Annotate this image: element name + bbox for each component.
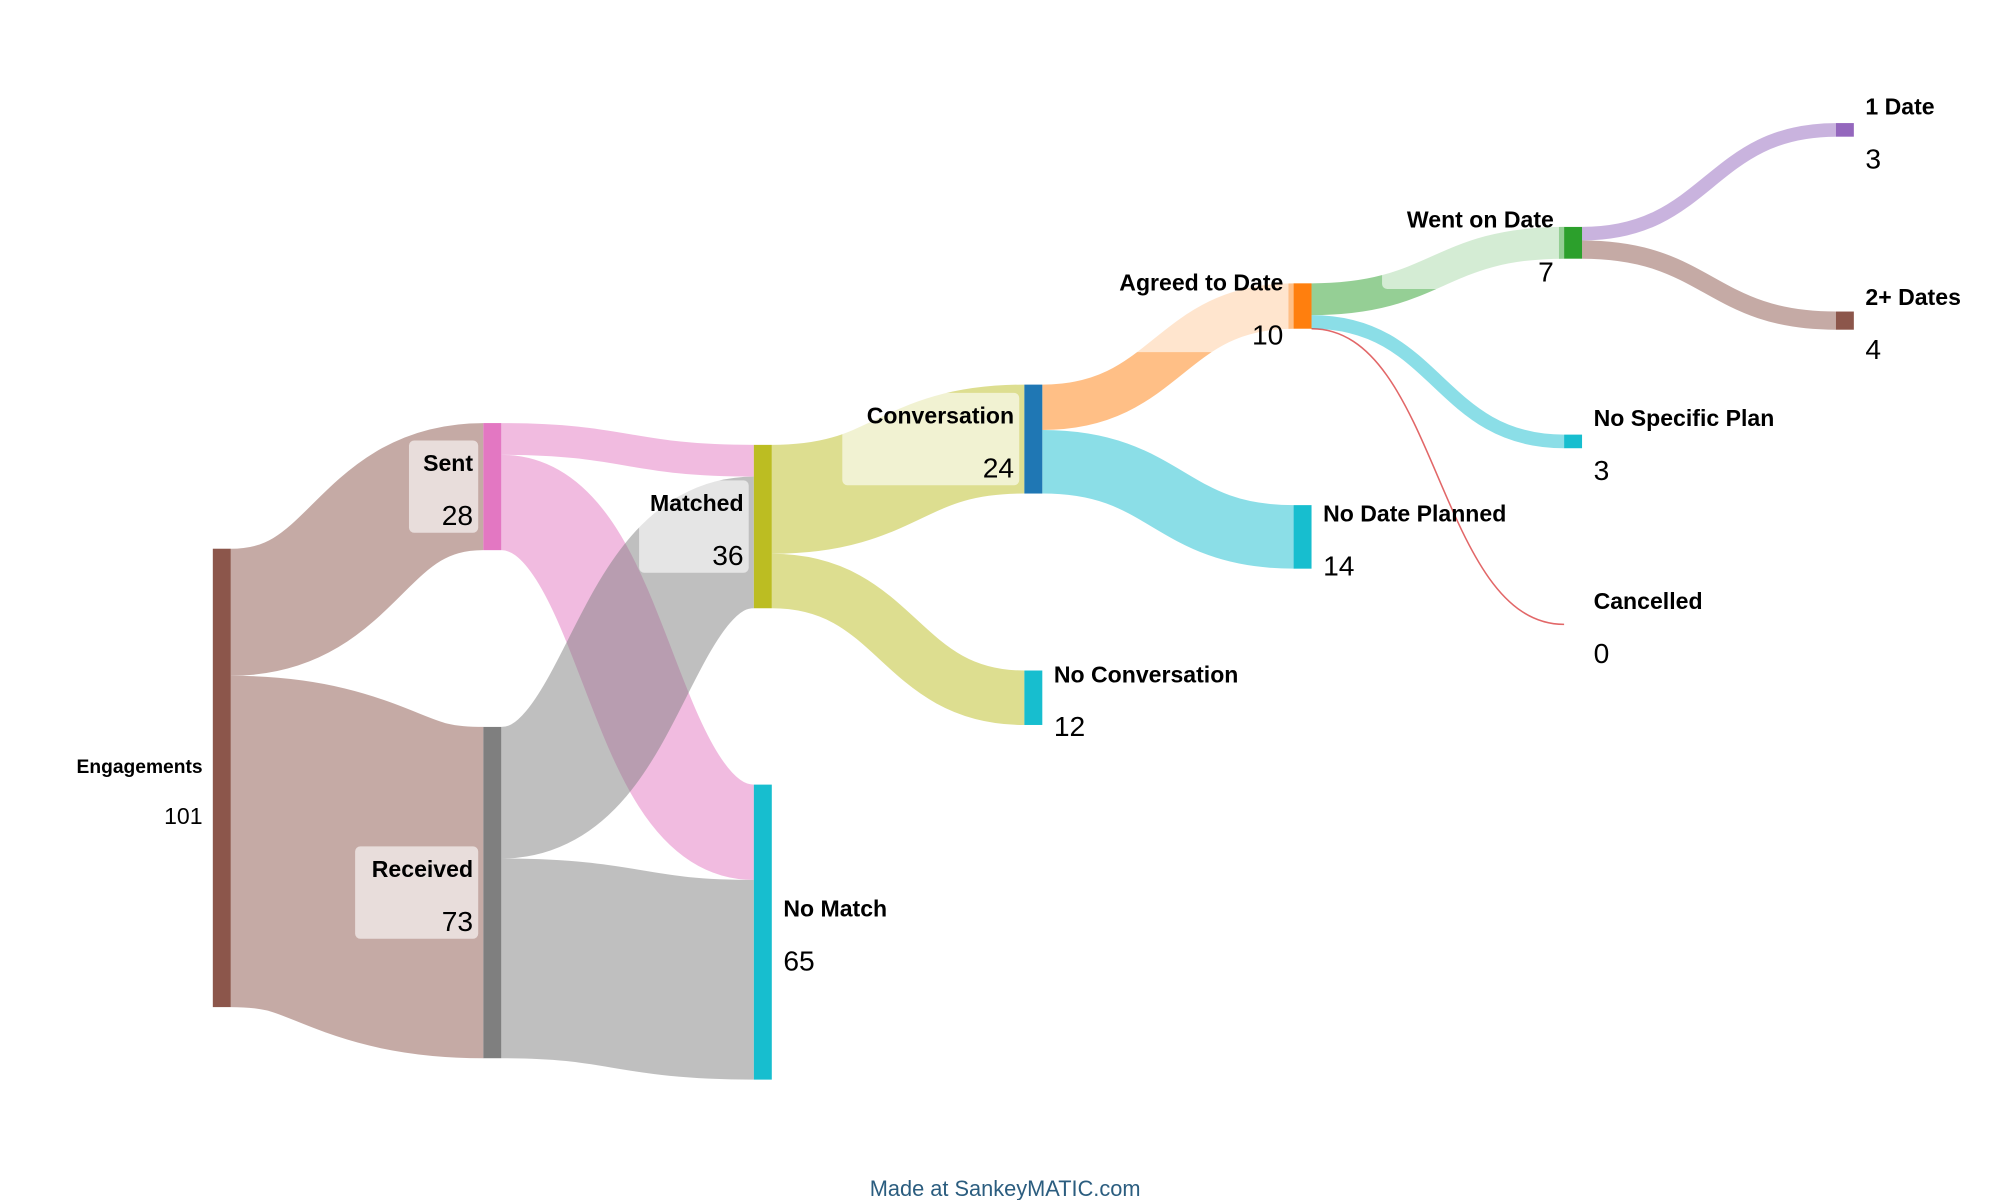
node-name: Cancelled — [1594, 588, 1703, 614]
node-onedate[interactable] — [1835, 123, 1854, 137]
node-conversation[interactable] — [1024, 384, 1043, 494]
label-noconv: No Conversation 12 — [1054, 661, 1239, 742]
node-name: Sent — [423, 450, 473, 476]
flow-matched-to-noconv[interactable] — [770, 553, 1026, 725]
label-cancelled: Cancelled 0 — [1594, 588, 1703, 669]
label-backdrop — [355, 846, 479, 939]
node-value: 3 — [1594, 454, 1610, 486]
node-value: 4 — [1865, 333, 1881, 365]
label-nomatch: No Match 65 — [783, 896, 887, 977]
flow-received-to-nomatch[interactable] — [500, 858, 755, 1080]
label-nodateplanned: No Date Planned 14 — [1323, 501, 1506, 582]
label-onedate: 1 Date 3 — [1865, 94, 1934, 175]
flow-agreed-to-nospecific[interactable] — [1311, 315, 1565, 449]
flow-sent-to-matched[interactable] — [501, 423, 754, 477]
node-nodateplanned[interactable] — [1293, 505, 1312, 569]
node-agreed[interactable] — [1293, 283, 1312, 329]
node-value: 101 — [164, 803, 202, 829]
flow-agreed-to-cancelled[interactable] — [1311, 327, 1565, 626]
credit-link[interactable]: Made at SankeyMATIC.com — [870, 1176, 1141, 1200]
flow-conversation-to-nodateplanned[interactable] — [1041, 430, 1295, 569]
flow-went-to-onedate[interactable] — [1582, 123, 1836, 241]
node-name: Conversation — [867, 403, 1014, 429]
node-nospecific[interactable] — [1564, 434, 1583, 449]
node-name: No Conversation — [1054, 661, 1239, 687]
flow-went-to-twoplus[interactable] — [1582, 240, 1836, 330]
label-agreed: Agreed to Date 10 — [1084, 259, 1289, 353]
node-matched[interactable] — [753, 444, 772, 609]
label-backdrop — [408, 440, 479, 533]
node-labels: Engagements101Sent28Received73Matched36N… — [77, 94, 1961, 977]
node-name: Engagements — [77, 757, 203, 778]
node-value: 0 — [1594, 637, 1610, 669]
node-name: 2+ Dates — [1865, 284, 1961, 310]
node-value: 10 — [1252, 318, 1283, 350]
node-name: Matched — [650, 490, 744, 516]
label-matched: Matched 36 — [639, 480, 749, 573]
node-value: 73 — [442, 905, 473, 937]
label-sent: Sent 28 — [408, 440, 479, 533]
node-name: No Match — [783, 896, 887, 922]
node-value: 65 — [783, 945, 814, 977]
node-name: No Specific Plan — [1594, 405, 1775, 431]
node-value: 36 — [712, 539, 743, 571]
node-noconv[interactable] — [1024, 670, 1043, 725]
node-went[interactable] — [1564, 226, 1583, 259]
label-backdrop — [639, 480, 749, 573]
nodes — [212, 123, 1854, 1080]
node-name: Went on Date — [1407, 206, 1554, 232]
node-name: No Date Planned — [1323, 501, 1506, 527]
node-value: 12 — [1054, 710, 1085, 742]
node-value: 24 — [983, 452, 1014, 484]
node-value: 3 — [1865, 142, 1881, 174]
label-went: Went on Date 7 — [1382, 196, 1559, 289]
node-name: Agreed to Date — [1119, 270, 1283, 296]
label-backdrop — [842, 392, 1020, 486]
node-value: 28 — [442, 499, 473, 531]
label-backdrop — [1084, 259, 1289, 353]
label-received: Received 73 — [355, 846, 479, 939]
node-sent[interactable] — [483, 423, 502, 551]
node-name: Received — [372, 856, 473, 882]
node-name: 1 Date — [1865, 94, 1934, 120]
node-twoplus[interactable] — [1835, 311, 1854, 330]
label-backdrop — [1382, 196, 1559, 289]
label-engagements: Engagements 101 — [77, 757, 203, 829]
node-value: 7 — [1538, 255, 1554, 287]
node-engagements[interactable] — [212, 548, 231, 1008]
node-value: 14 — [1323, 549, 1354, 581]
node-nomatch[interactable] — [753, 784, 772, 1080]
node-received[interactable] — [483, 726, 502, 1059]
label-conversation: Conversation 24 — [842, 392, 1020, 486]
label-twoplus: 2+ Dates 4 — [1865, 284, 1961, 365]
label-nospecific: No Specific Plan 3 — [1594, 405, 1775, 486]
